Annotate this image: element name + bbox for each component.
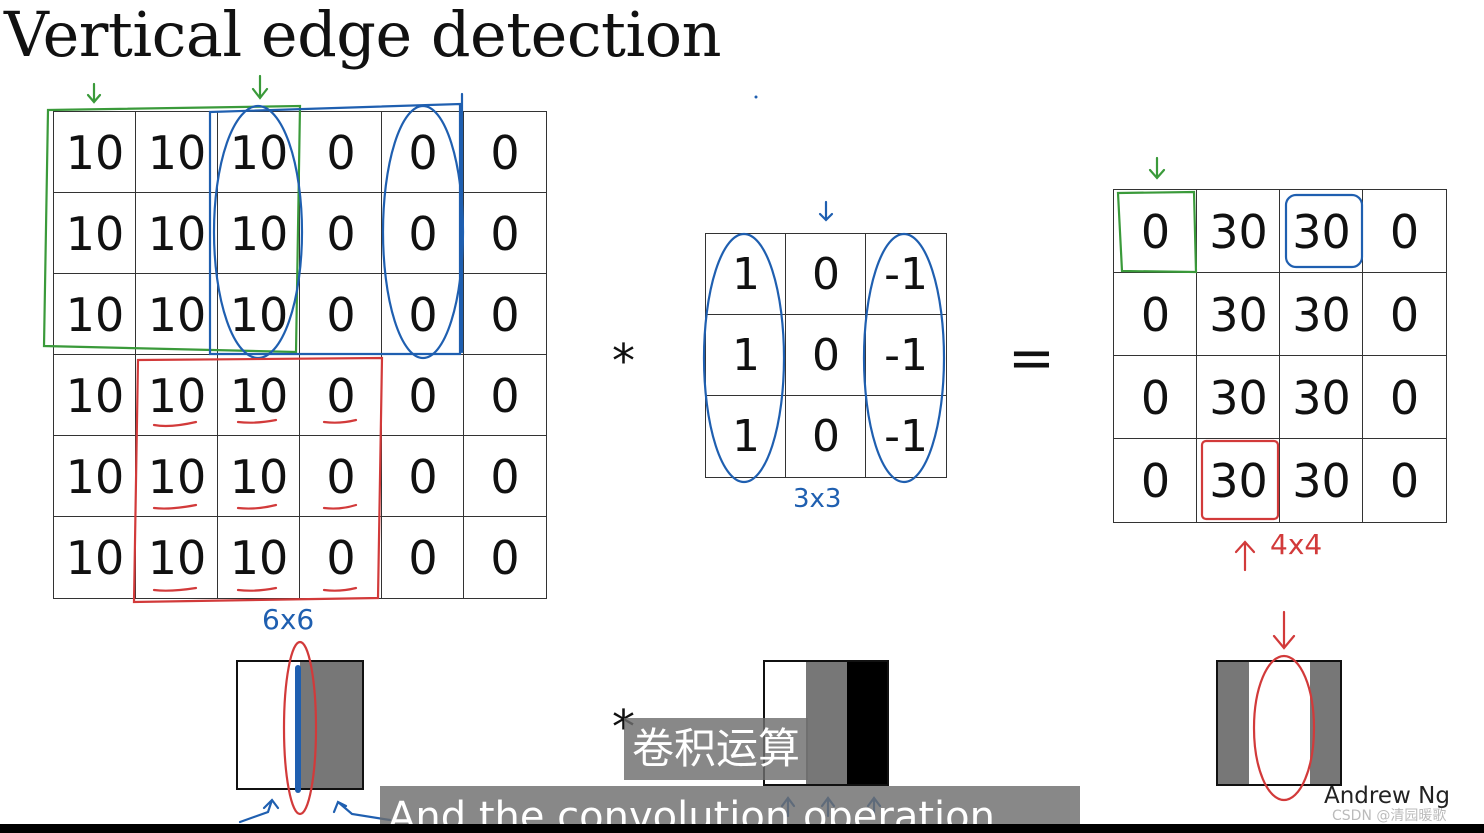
matrix-cell: 1 (705, 395, 787, 478)
matrix-cell: 0 (463, 435, 547, 518)
red-arrow-icon (1272, 610, 1296, 650)
matrix-cell: 0 (463, 273, 547, 356)
green-arrow-icon (251, 74, 269, 100)
matrix-cell: 0 (381, 354, 465, 437)
swatch-band (238, 662, 300, 788)
video-bottom-bar (0, 824, 1484, 833)
matrix-cell: 10 (53, 111, 137, 194)
matrix-cell: 10 (217, 435, 301, 518)
output-image-swatch (1216, 660, 1342, 786)
swatch-band (300, 662, 362, 788)
input-image-swatch (236, 660, 364, 790)
matrix-cell: 0 (299, 354, 383, 437)
matrix-cell: 10 (135, 273, 219, 356)
matrix-cell: 1 (705, 314, 787, 397)
matrix-cell: 10 (217, 273, 301, 356)
matrix-cell: 0 (463, 516, 547, 599)
slide-title: Vertical edge detection (4, 0, 722, 71)
matrix-cell: 0 (785, 233, 867, 316)
matrix-cell: 0 (463, 111, 547, 194)
matrix-cell: 10 (53, 273, 137, 356)
matrix-cell: 10 (217, 516, 301, 599)
blue-arrow-icon (818, 200, 834, 222)
input-size-label: 6x6 (262, 603, 315, 636)
kernel-size-label: 3x3 (793, 484, 842, 514)
matrix-cell: 0 (299, 273, 383, 356)
matrix-cell: 0 (463, 354, 547, 437)
matrix-cell: 10 (135, 435, 219, 518)
matrix-cell: 0 (1113, 438, 1198, 523)
matrix-cell: 0 (1362, 438, 1447, 523)
matrix-cell: 0 (463, 192, 547, 275)
output-size-label: 4x4 (1270, 528, 1323, 561)
matrix-cell: 0 (1362, 355, 1447, 440)
matrix-cell: 30 (1279, 438, 1364, 523)
matrix-cell: 0 (1113, 189, 1198, 274)
matrix-cell: 1 (705, 233, 787, 316)
author-credit: Andrew Ng (1324, 783, 1450, 809)
matrix-cell: 0 (299, 435, 383, 518)
matrix-cell: 10 (135, 516, 219, 599)
swatch-band (806, 662, 847, 784)
matrix-cell: 0 (381, 192, 465, 275)
matrix-cell: 10 (217, 354, 301, 437)
blue-arrow-icon (238, 798, 280, 824)
stray-dot (754, 95, 758, 99)
matrix-cell: -1 (865, 314, 947, 397)
matrix-cell: 30 (1196, 438, 1281, 523)
matrix-cell: 0 (381, 111, 465, 194)
matrix-cell: 0 (381, 435, 465, 518)
matrix-cell: 0 (299, 192, 383, 275)
swatch-band (1309, 662, 1340, 784)
matrix-cell: -1 (865, 395, 947, 478)
matrix-cell: 10 (217, 192, 301, 275)
matrix-cell: 30 (1279, 189, 1364, 274)
matrix-cell: 30 (1196, 272, 1281, 357)
matrix-cell: 10 (53, 435, 137, 518)
matrix-cell: 0 (381, 273, 465, 356)
matrix-cell: 30 (1196, 355, 1281, 440)
matrix-cell: 0 (381, 516, 465, 599)
matrix-cell: 10 (53, 516, 137, 599)
swatch-band (1218, 662, 1249, 784)
green-arrow-icon (1148, 156, 1166, 180)
matrix-cell: 10 (135, 192, 219, 275)
matrix-cell: 10 (135, 354, 219, 437)
matrix-cell: 30 (1279, 272, 1364, 357)
matrix-cell: 0 (1362, 189, 1447, 274)
matrix-cell: -1 (865, 233, 947, 316)
red-arrow-icon (1234, 540, 1256, 572)
subtitle-chinese: 卷积运算 (624, 718, 809, 780)
matrix-cell: 30 (1196, 189, 1281, 274)
equals-operator: = (1008, 326, 1055, 391)
matrix-cell: 0 (299, 111, 383, 194)
matrix-cell: 0 (1113, 272, 1198, 357)
matrix-cell: 30 (1279, 355, 1364, 440)
convolution-operator: * (612, 334, 635, 388)
matrix-cell: 0 (1113, 355, 1198, 440)
matrix-cell: 10 (53, 192, 137, 275)
swatch-band (1248, 662, 1310, 784)
matrix-cell: 0 (785, 314, 867, 397)
matrix-cell: 10 (53, 354, 137, 437)
matrix-cell: 10 (135, 111, 219, 194)
matrix-cell: 0 (785, 395, 867, 478)
swatch-band (846, 662, 887, 784)
matrix-cell: 0 (1362, 272, 1447, 357)
matrix-cell: 10 (217, 111, 301, 194)
matrix-cell: 0 (299, 516, 383, 599)
watermark: CSDN @清园暖歌 (1332, 808, 1447, 824)
green-arrow-icon (86, 82, 102, 104)
